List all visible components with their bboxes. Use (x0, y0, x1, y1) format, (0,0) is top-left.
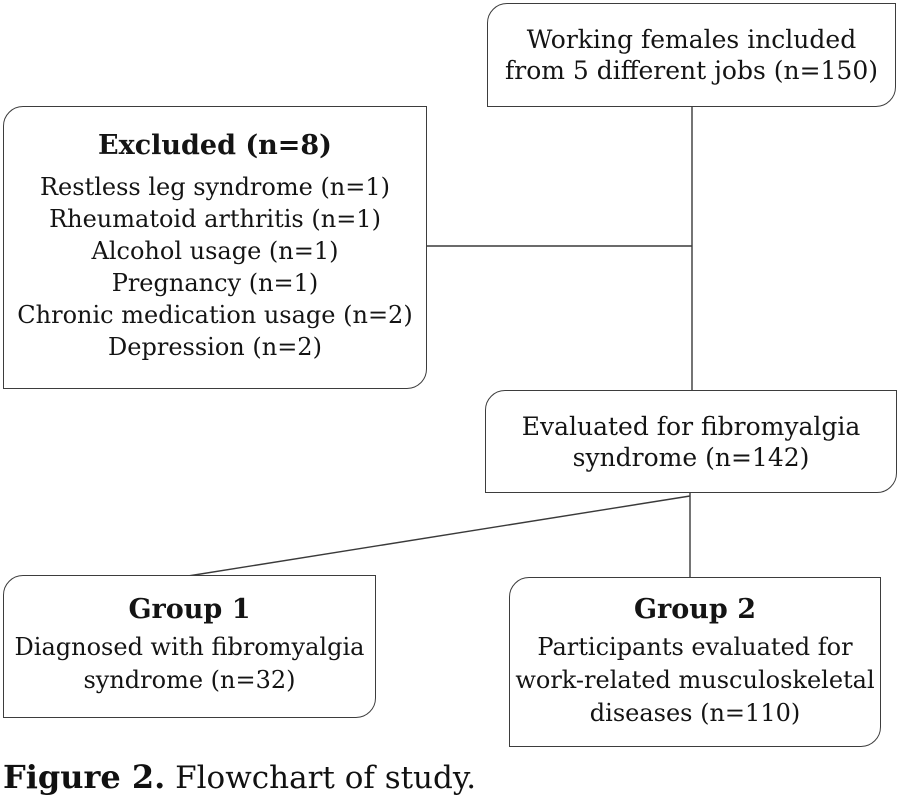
excluded-item: Alcohol usage (n=1) (91, 237, 339, 265)
node-text-line: syndrome (n=142) (572, 442, 810, 472)
node-title: Group 1 (128, 594, 251, 625)
figure-caption: Figure 2. Flowchart of study. (3, 757, 476, 798)
excluded-item: Chronic medication usage (n=2) (17, 301, 413, 329)
connector-evaluated-to-group1 (187, 495, 691, 577)
node-text-line: diseases (n=110) (589, 699, 801, 727)
node-title: Excluded (n=8) (98, 130, 332, 161)
node-text-line: Evaluated for fibromyalgia (521, 411, 861, 441)
figure-caption-label: Figure 2. (3, 758, 166, 796)
node-group-2: Group 2 Participants evaluated for work-… (509, 577, 881, 747)
node-text-line: Participants evaluated for (537, 633, 853, 661)
node-text-line: from 5 different jobs (n=150) (504, 56, 878, 85)
node-text-line: work-related musculoskeletal (515, 666, 875, 694)
figure-caption-text: Flowchart of study. (165, 760, 477, 796)
excluded-item: Pregnancy (n=1) (111, 269, 319, 297)
excluded-item: Depression (n=2) (108, 333, 322, 361)
node-title: Group 2 (634, 594, 756, 625)
node-excluded: Excluded (n=8) Restless leg syndrome (n=… (3, 106, 427, 389)
excluded-item: Rheumatoid arthritis (n=1) (49, 205, 381, 233)
excluded-item: Restless leg syndrome (n=1) (39, 173, 390, 201)
node-text-line: Diagnosed with fibromyalgia (14, 633, 365, 661)
node-text-line: syndrome (n=32) (83, 666, 296, 694)
node-working-females: Working females included from 5 differen… (487, 3, 896, 107)
node-evaluated: Evaluated for fibromyalgia syndrome (n=1… (485, 390, 897, 493)
node-text-line: Working females included (526, 25, 857, 54)
node-group-1: Group 1 Diagnosed with fibromyalgia synd… (3, 575, 376, 718)
